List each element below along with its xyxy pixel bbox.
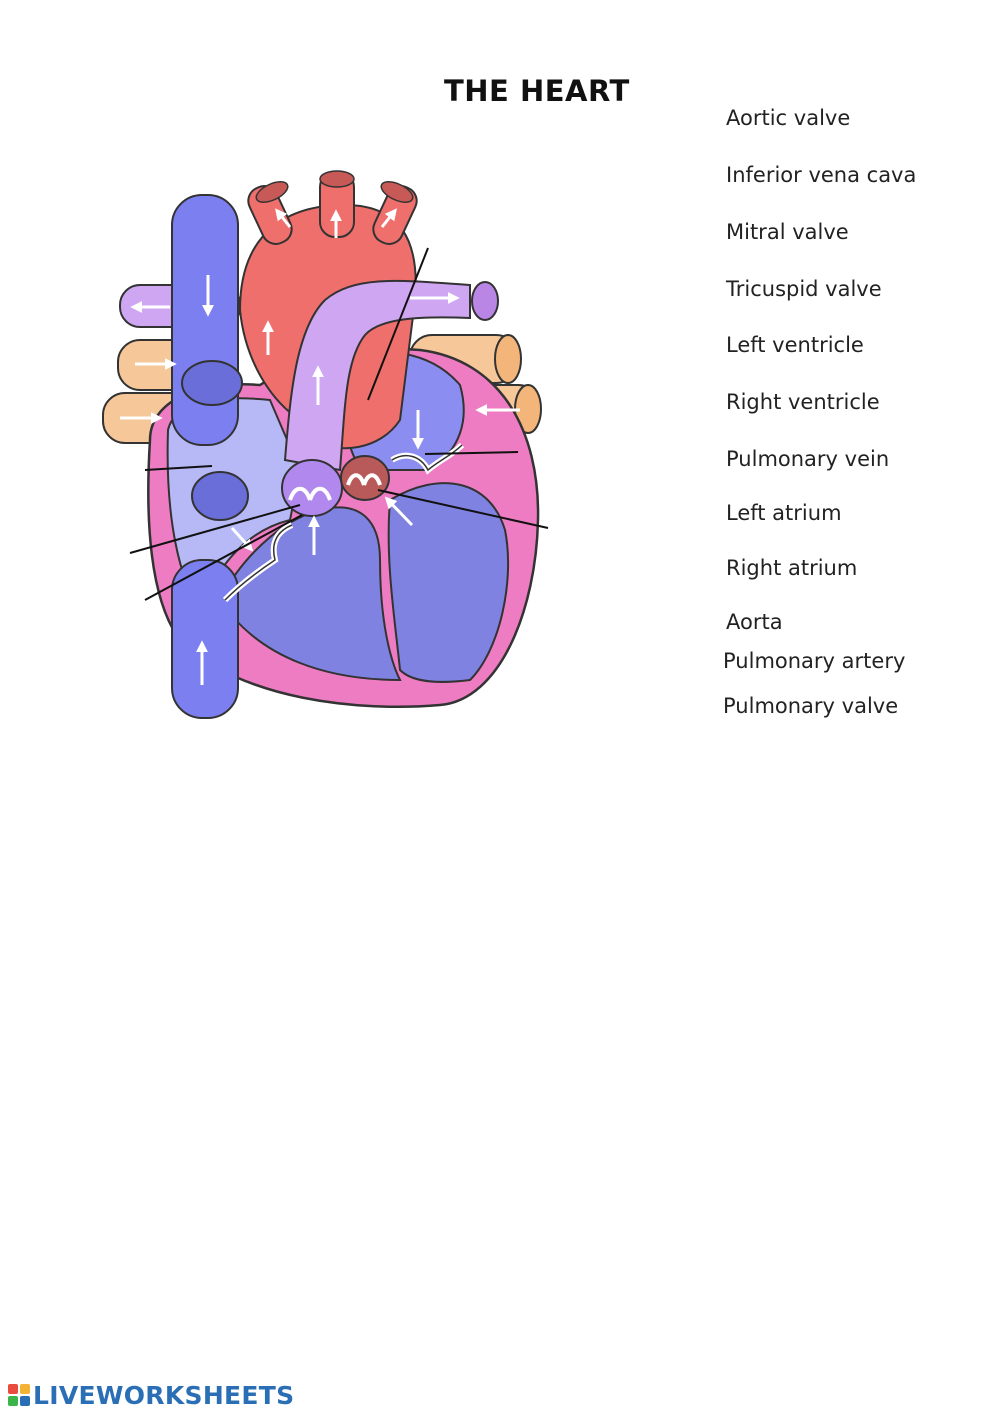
word-bank-item: Pulmonary vein — [726, 447, 889, 471]
word-bank-item: Pulmonary artery — [723, 649, 905, 673]
word-bank-item: Inferior vena cava — [726, 163, 916, 187]
word-bank-item: Right atrium — [726, 556, 857, 580]
word-bank-item: Aortic valve — [726, 106, 850, 130]
word-bank-item: Left ventricle — [726, 333, 864, 357]
word-bank-item: Mitral valve — [726, 220, 849, 244]
brand-name: LIVEWORKSHEETS — [33, 1381, 294, 1410]
liveworksheets-logo: LIVEWORKSHEETS — [8, 1380, 294, 1410]
logo-mark-icon — [8, 1384, 30, 1406]
word-bank-item: Tricuspid valve — [726, 277, 882, 301]
word-bank-item: Right ventricle — [726, 390, 880, 414]
aortic-valve — [341, 456, 389, 500]
word-bank-item: Pulmonary valve — [723, 694, 898, 718]
word-bank-item: Left atrium — [726, 501, 842, 525]
left-ventricle — [389, 483, 508, 682]
word-bank-item: Aorta — [726, 610, 783, 634]
